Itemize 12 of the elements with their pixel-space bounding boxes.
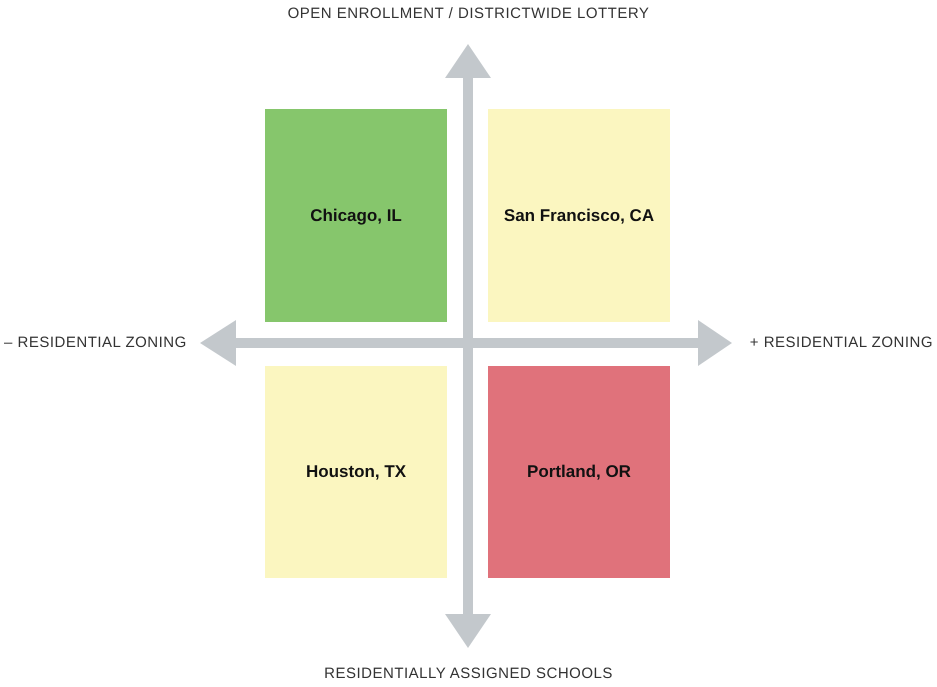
quadrant-box — [265, 366, 447, 578]
city-label: Houston, TX — [306, 462, 406, 482]
quadrant-box — [265, 109, 447, 322]
quadrant-box — [488, 366, 670, 578]
quadrant-box — [488, 109, 670, 322]
city-label: San Francisco, CA — [504, 206, 654, 226]
city-label: Chicago, IL — [310, 206, 402, 226]
city-label: Portland, OR — [527, 462, 631, 482]
axis-label: RESIDENTIALLY ASSIGNED SCHOOLS — [324, 665, 613, 682]
axis-label: OPEN ENROLLMENT / DISTRICTWIDE LOTTERY — [288, 5, 650, 22]
axis-label: + RESIDENTIAL ZONING — [750, 334, 933, 351]
axis-label: – RESIDENTIAL ZONING — [4, 334, 187, 351]
